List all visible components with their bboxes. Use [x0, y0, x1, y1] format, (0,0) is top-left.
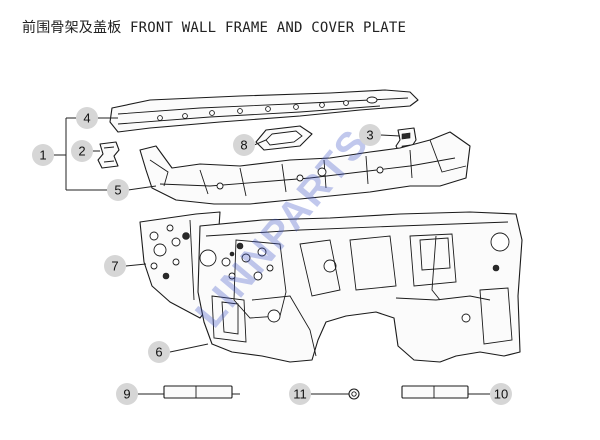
callout-11: 11	[289, 383, 311, 405]
part-11-grommet	[348, 388, 360, 400]
callout-6: 6	[148, 341, 170, 363]
callout-11-label: 11	[293, 387, 307, 402]
part-10-tube	[401, 385, 469, 399]
callout-7-label: 7	[111, 259, 118, 274]
part-2-bracket	[97, 141, 120, 169]
part-6-front-wall	[197, 211, 523, 363]
callout-8: 8	[233, 134, 255, 156]
callout-5-label: 5	[114, 183, 121, 198]
callout-4-label: 4	[83, 111, 90, 126]
callout-10: 10	[490, 383, 512, 405]
callout-1: 1	[32, 144, 54, 166]
diagram-title: 前围骨架及盖板 FRONT WALL FRAME AND COVER PLATE	[22, 20, 407, 36]
callout-2-label: 2	[78, 144, 85, 159]
callout-2: 2	[71, 140, 93, 162]
callout-9: 9	[116, 383, 138, 405]
callout-8-label: 8	[240, 138, 247, 153]
callout-4: 4	[76, 107, 98, 129]
callout-6-label: 6	[155, 345, 162, 360]
callout-9-label: 9	[123, 387, 130, 402]
part-4-upper-beam	[109, 89, 419, 133]
callout-1-label: 1	[39, 148, 46, 163]
callout-7: 7	[104, 255, 126, 277]
callout-3-label: 3	[366, 128, 373, 143]
part-5-lower-frame	[139, 131, 471, 205]
part-9-tube	[163, 385, 233, 399]
callout-5: 5	[107, 179, 129, 201]
callout-3: 3	[359, 124, 381, 146]
callout-10-label: 10	[494, 387, 508, 402]
leader-lines	[54, 117, 490, 395]
part-8-gasket	[255, 125, 313, 151]
